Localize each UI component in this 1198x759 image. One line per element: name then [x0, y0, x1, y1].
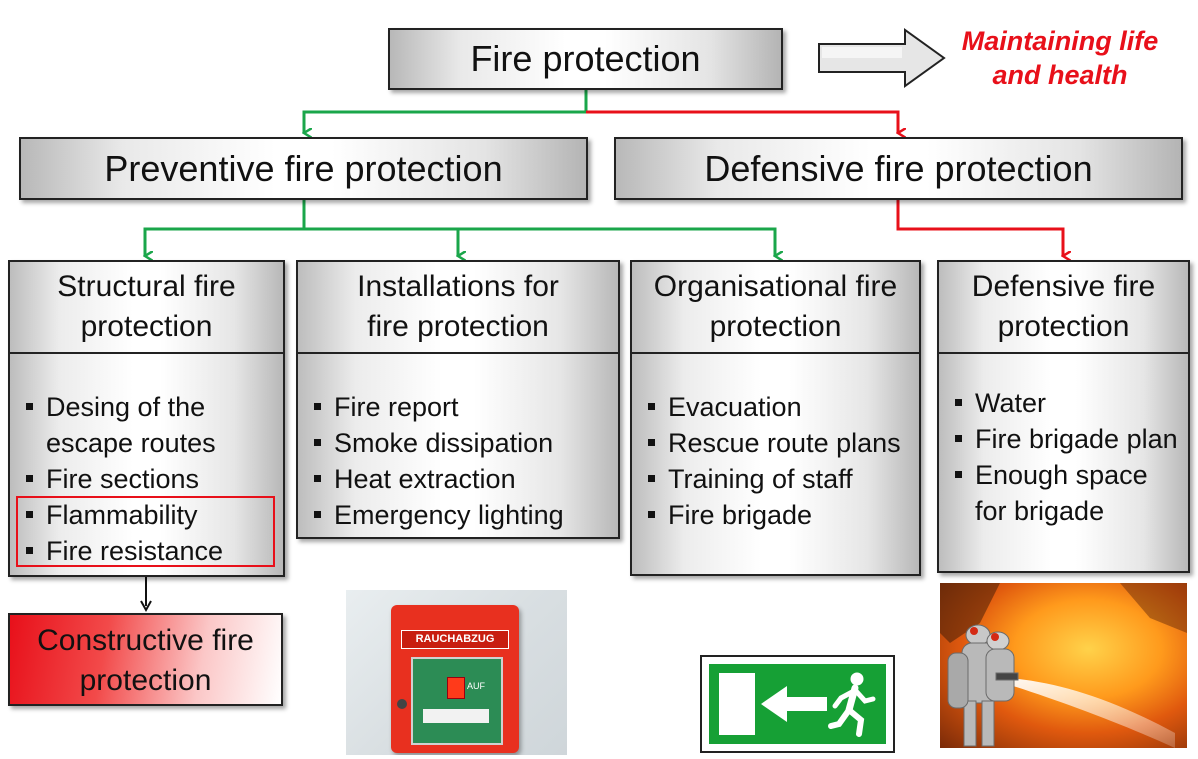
list-item: Training of staff — [644, 461, 913, 497]
green-connector-columns — [145, 200, 775, 256]
list-item: Heat extraction — [310, 461, 612, 497]
emergency-exit-sign — [700, 655, 895, 753]
alarm-label: RAUCHABZUG — [415, 633, 495, 645]
highlight-frame — [16, 496, 275, 567]
organisational-column: Organisational fire protection Evacuatio… — [630, 260, 921, 576]
structural-list: Desing of the escape routes Fire section… — [22, 389, 277, 569]
defensive-box: Defensive fire protection — [614, 137, 1183, 200]
defensive-column: Defensive fire protection Water Fire bri… — [937, 260, 1190, 573]
smoke-vent-button-image: RAUCHABZUG AUF — [346, 590, 567, 755]
list-item: Fire report — [310, 389, 612, 425]
list-item: Fire sections — [22, 461, 277, 497]
list-item: Rescue route plans — [644, 425, 913, 461]
list-item: Fire resistance — [22, 533, 277, 569]
alarm-label-plate: RAUCHABZUG — [401, 630, 509, 649]
installations-list: Fire report Smoke dissipation Heat extra… — [310, 389, 612, 533]
firefighter-figures — [947, 624, 1019, 747]
installations-column: Installations for fire protection Fire r… — [296, 260, 620, 539]
exit-sign-graphic — [719, 672, 876, 737]
preventive-label: Preventive fire protection — [104, 147, 503, 189]
fire-protection-title-box: Fire protection — [388, 28, 783, 90]
constructive-box: Constructive fire protection — [8, 613, 283, 706]
goal-text: Maintaining life and health — [961, 26, 1159, 90]
defensive-list: Water Fire brigade plan Enough space for… — [951, 385, 1182, 529]
list-item: Fire brigade — [644, 497, 913, 533]
list-item: Evacuation — [644, 389, 913, 425]
preventive-box: Preventive fire protection — [19, 137, 588, 200]
defensive-label: Defensive fire protection — [704, 147, 1093, 189]
list-item: Fire brigade plan — [951, 421, 1182, 457]
organisational-list: Evacuation Rescue route plans Training o… — [644, 389, 913, 533]
installations-title: Installations for fire protection — [357, 270, 559, 343]
installations-header: Installations for fire protection — [298, 262, 618, 354]
alarm-window: AUF — [411, 657, 503, 745]
list-item: Flammability — [22, 497, 277, 533]
list-item: Smoke dissipation — [310, 425, 612, 461]
alarm-button-label: AUF — [467, 681, 485, 691]
alarm-key-hole — [397, 699, 407, 709]
right-block-arrow — [818, 28, 946, 88]
defensive-column-title: Defensive fire protection — [971, 270, 1156, 343]
fire-protection-title: Fire protection — [470, 38, 701, 79]
list-item: Emergency lighting — [310, 497, 612, 533]
green-connector-top — [304, 90, 588, 133]
firefighting-scene — [940, 583, 1187, 748]
running-person-icon — [828, 672, 876, 737]
list-item: Desing of the escape routes — [22, 389, 277, 461]
firefighting-photo — [940, 583, 1187, 748]
organisational-header: Organisational fire protection — [632, 262, 919, 354]
alarm-button — [447, 677, 465, 699]
defensive-header: Defensive fire protection — [939, 262, 1188, 354]
structural-header: Structural fire protection — [10, 262, 283, 354]
alarm-box: RAUCHABZUG AUF — [391, 605, 519, 753]
exit-sign-panel — [709, 664, 886, 744]
structural-column: Structural fire protection Desing of the… — [8, 260, 285, 577]
alarm-info-strip — [423, 709, 489, 723]
organisational-title: Organisational fire protection — [653, 270, 898, 343]
structural-title: Structural fire protection — [57, 270, 236, 343]
list-item: Water — [951, 385, 1182, 421]
red-connector-top — [586, 110, 898, 133]
list-item: Enough space for brigade — [951, 457, 1182, 529]
red-connector-defensive — [896, 200, 1063, 256]
